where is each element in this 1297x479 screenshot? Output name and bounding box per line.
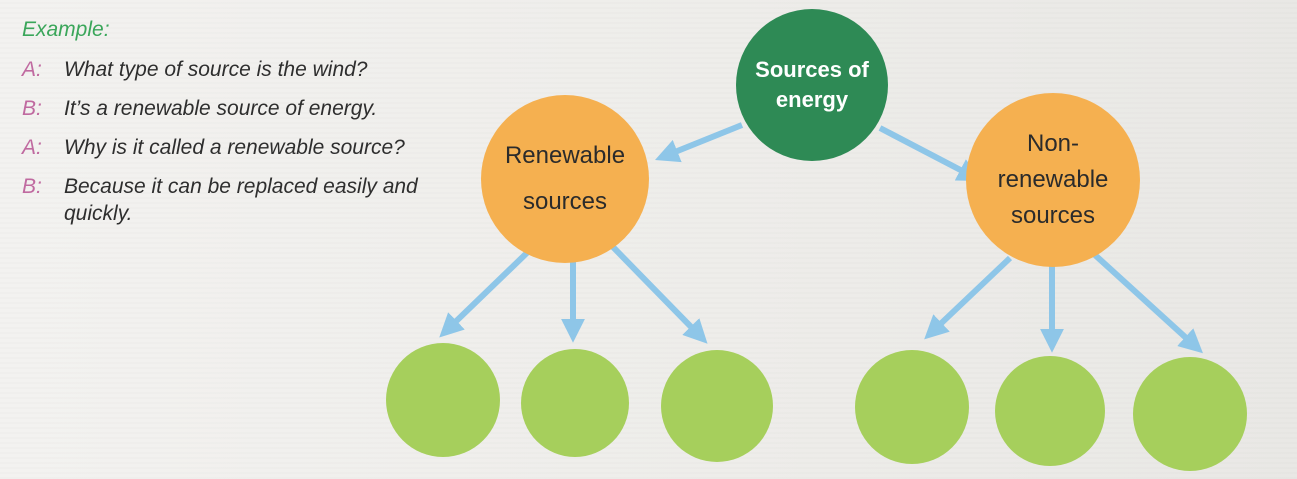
utterance-text: What type of source is the wind?	[64, 58, 368, 81]
leaf-node-non-renewable-3	[1133, 357, 1247, 471]
arrow-renewable-to-leaf-3	[609, 243, 708, 344]
speaker-label: B:	[22, 175, 42, 198]
speaker-label: A:	[22, 58, 42, 81]
speaker-label: B:	[22, 97, 42, 120]
utterance-text: Because it can be replaced easily and qu…	[64, 175, 418, 225]
dialogue-line: B: Because it can be replaced easily and…	[22, 173, 492, 227]
arrow-non-renewable-to-leaf-3	[1092, 252, 1203, 354]
arrow-root-to-renewable	[654, 122, 744, 163]
dialogue-line: A: What type of source is the wind?	[22, 56, 492, 83]
non-renewable-node	[966, 93, 1140, 267]
arrow-renewable-to-leaf-1	[439, 245, 535, 338]
leaf-node-non-renewable-2	[995, 356, 1105, 466]
utterance-text: It’s a renewable source of energy.	[64, 97, 378, 120]
leaf-node-non-renewable-1	[855, 350, 969, 464]
root-node	[736, 9, 888, 161]
leaf-node-renewable-1	[386, 343, 500, 457]
speaker-label: A:	[22, 136, 42, 159]
renewable-node	[481, 95, 649, 263]
leaf-node-renewable-3	[661, 350, 773, 462]
utterance-text: Why is it called a renewable source?	[64, 136, 405, 159]
leaf-node-renewable-2	[521, 349, 629, 457]
example-label: Example:	[22, 18, 110, 41]
arrow-non-renewable-to-leaf-1	[924, 255, 1013, 340]
dialogue-line: A: Why is it called a renewable source?	[22, 134, 492, 161]
example-dialogue: Example: A: What type of source is the w…	[22, 18, 492, 239]
arrow-root-to-non-renewable	[878, 125, 982, 181]
dialogue-line: B: It’s a renewable source of energy.	[22, 95, 492, 122]
